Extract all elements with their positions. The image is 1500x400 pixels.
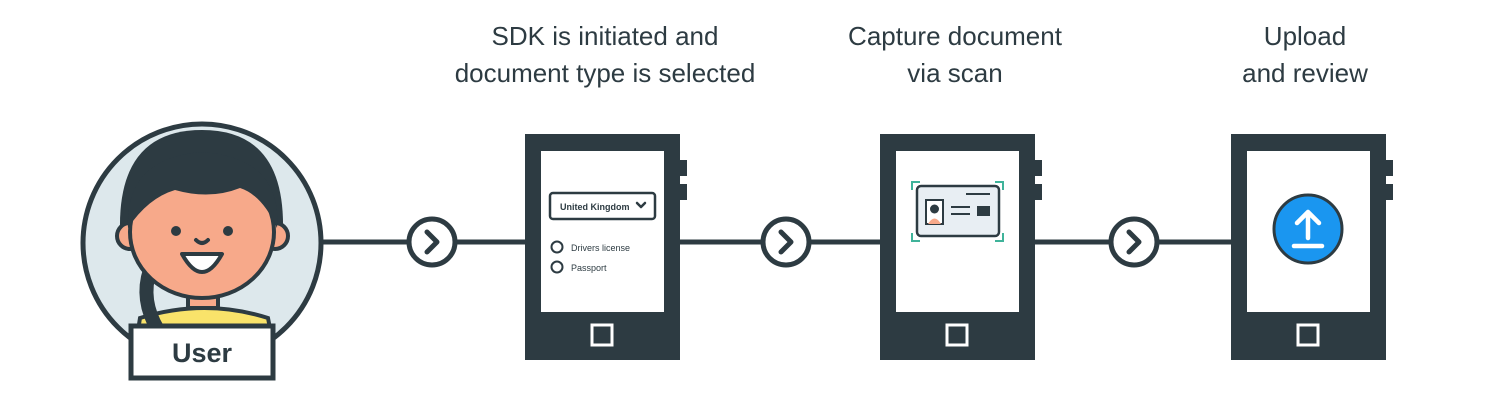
- phone-step-2: [880, 134, 1042, 360]
- chevron-right-icon: [760, 216, 812, 268]
- scan-frame-icon: [911, 181, 1004, 242]
- option-drivers-license: Drivers license: [571, 243, 630, 253]
- country-select: [548, 191, 657, 221]
- upload-icon: [1272, 193, 1344, 265]
- country-select-value: United Kingdom: [560, 202, 630, 212]
- step-1-title-line2: document type is selected: [454, 58, 756, 88]
- home-button-icon: [1296, 323, 1320, 347]
- chevron-right-icon: [406, 216, 458, 268]
- step-1-title: SDK is initiated and document type is se…: [430, 18, 780, 92]
- step-3-title: Upload and review: [1190, 18, 1420, 92]
- radio-drivers-license: [550, 240, 564, 254]
- step-2-title-line2: via scan: [907, 58, 1003, 88]
- user-label: User: [172, 338, 233, 368]
- step-1-title-line1: SDK is initiated and: [491, 21, 719, 51]
- phone-step-3: [1231, 134, 1393, 360]
- step-2-title-line1: Capture document: [848, 21, 1062, 51]
- step-2-title: Capture document via scan: [820, 18, 1090, 92]
- step-3-title-line2: and review: [1242, 58, 1368, 88]
- chevron-right-icon: [1108, 216, 1160, 268]
- option-passport: Passport: [571, 263, 607, 273]
- user-avatar: User: [80, 121, 324, 381]
- home-button-icon: [590, 323, 614, 347]
- step-3-title-line1: Upload: [1263, 21, 1347, 51]
- phone-step-1: United Kingdom Drivers license Passport: [525, 134, 687, 360]
- chevron-down-icon: [635, 201, 647, 209]
- radio-passport: [550, 260, 564, 274]
- user-label-box: [128, 323, 276, 381]
- id-card-icon: [915, 184, 1001, 238]
- home-button-icon: [945, 323, 969, 347]
